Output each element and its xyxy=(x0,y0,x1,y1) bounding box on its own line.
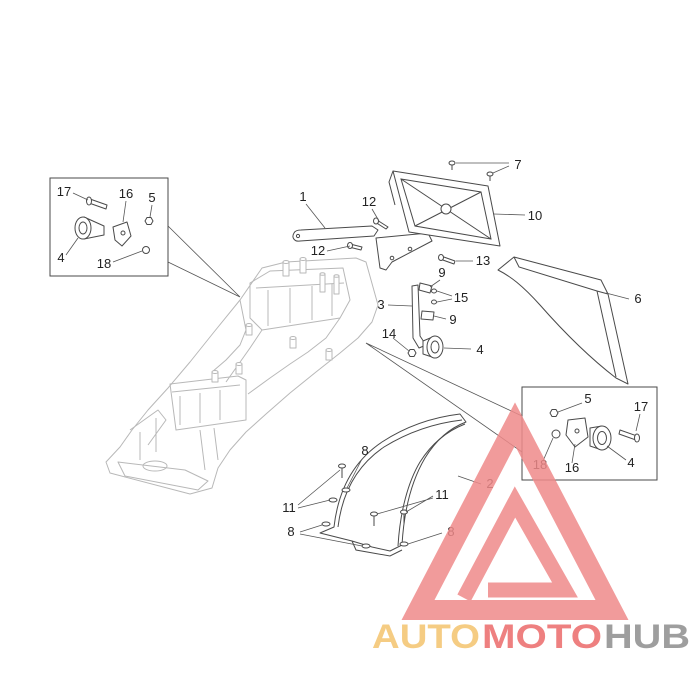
rear-subframe xyxy=(105,257,379,495)
reflector-bracket xyxy=(565,417,589,448)
callout-9-upper: 9 xyxy=(438,265,445,280)
main-callouts: 1 12 12 7 10 13 9 15 3 9 6 14 4 xyxy=(299,157,641,357)
watermark-word-auto: AUTO xyxy=(372,618,480,656)
subframe-tail-bars xyxy=(139,418,219,471)
bolt xyxy=(618,429,640,443)
callout-12-upper: 12 xyxy=(362,194,376,209)
watermark-logo: AUTO MOTO HUB xyxy=(372,402,690,656)
subframe-left-rail xyxy=(225,329,263,383)
subframe-studs xyxy=(211,257,340,383)
bracket-plate xyxy=(375,232,433,271)
subframe-mid-box-rim xyxy=(171,384,241,393)
fender-fasteners xyxy=(321,463,409,549)
screw xyxy=(431,288,437,294)
callout-10: 10 xyxy=(528,208,542,223)
callout-4-left-inset: 4 xyxy=(57,250,64,265)
subframe-tail xyxy=(129,409,167,446)
license-bracket xyxy=(292,225,433,271)
callout-9-lower: 9 xyxy=(449,312,456,327)
subframe-right-rail xyxy=(247,317,341,395)
nut xyxy=(144,217,154,225)
callout-18-left-inset: 18 xyxy=(97,256,111,271)
callout-3: 3 xyxy=(377,297,384,312)
callout-17-right-inset: 17 xyxy=(634,399,648,414)
left-inset: 17 16 5 4 18 xyxy=(49,177,169,277)
washer xyxy=(361,543,371,549)
right-inset-connector xyxy=(365,342,523,453)
left-inset-frame xyxy=(49,177,169,277)
washer xyxy=(328,497,338,503)
callout-17-left-inset: 17 xyxy=(57,184,71,199)
bracket-arm xyxy=(292,225,379,242)
subframe-outline xyxy=(105,257,379,495)
callout-5-right-inset: 5 xyxy=(584,391,591,406)
subframe-compartment-rim xyxy=(255,282,345,289)
nut xyxy=(551,429,561,439)
washer xyxy=(321,521,331,527)
callout-6: 6 xyxy=(634,291,641,306)
main-leaders xyxy=(297,162,630,547)
callout-14: 14 xyxy=(382,326,396,341)
callout-16-right-inset: 16 xyxy=(565,460,579,475)
callout-13: 13 xyxy=(476,253,490,268)
mount-bracket xyxy=(420,310,435,321)
bolt xyxy=(373,217,389,230)
nut xyxy=(549,409,559,417)
screw xyxy=(448,160,456,170)
nut xyxy=(407,349,417,357)
watermark-inner-mark xyxy=(457,486,578,602)
subframe-bottom-plate xyxy=(117,461,209,491)
watermark-word-moto: MOTO xyxy=(482,618,602,656)
callout-8-top: 8 xyxy=(361,443,368,458)
callout-8-left: 8 xyxy=(287,524,294,539)
callout-12-lower: 12 xyxy=(311,243,325,258)
watermark-triangle-mark xyxy=(401,402,629,620)
left-inset-leaders xyxy=(65,192,153,263)
subframe-inner-edge xyxy=(211,299,247,373)
washer xyxy=(341,487,351,493)
inset-connectors xyxy=(167,225,523,453)
callout-11-right: 11 xyxy=(435,487,449,502)
reflector-bracket xyxy=(112,221,132,247)
nut xyxy=(142,246,150,254)
rear-fender xyxy=(319,413,467,557)
callout-15: 15 xyxy=(454,290,468,305)
callout-1: 1 xyxy=(299,189,306,204)
screw xyxy=(431,299,437,305)
watermark-word-hub: HUB xyxy=(604,618,690,656)
screw xyxy=(486,171,494,181)
bolt xyxy=(400,509,408,524)
mudflap xyxy=(497,256,629,385)
subframe-mid-box-ribs xyxy=(179,390,221,425)
subframe-compartment xyxy=(249,267,351,331)
callout-7: 7 xyxy=(514,157,521,172)
subframe-compartment-dividers xyxy=(267,284,333,326)
license-plate-holder xyxy=(388,170,501,247)
mount-bracket xyxy=(418,282,433,294)
callout-11-left: 11 xyxy=(282,500,296,515)
reflector xyxy=(589,425,612,451)
bolt xyxy=(338,463,346,478)
subframe-mid-box xyxy=(169,375,247,431)
bolt xyxy=(86,196,108,210)
washer xyxy=(399,541,409,547)
reflector xyxy=(74,216,105,240)
callout-4-right-inset: 4 xyxy=(627,455,634,470)
right-inset-leaders xyxy=(542,402,641,464)
bolt xyxy=(438,254,456,265)
reflector xyxy=(422,335,444,359)
callout-4: 4 xyxy=(476,342,483,357)
callout-5-left-inset: 5 xyxy=(148,190,155,205)
callout-16-left-inset: 16 xyxy=(119,186,133,201)
subframe-plate-opening xyxy=(142,460,168,472)
left-inset-connector xyxy=(167,225,241,298)
